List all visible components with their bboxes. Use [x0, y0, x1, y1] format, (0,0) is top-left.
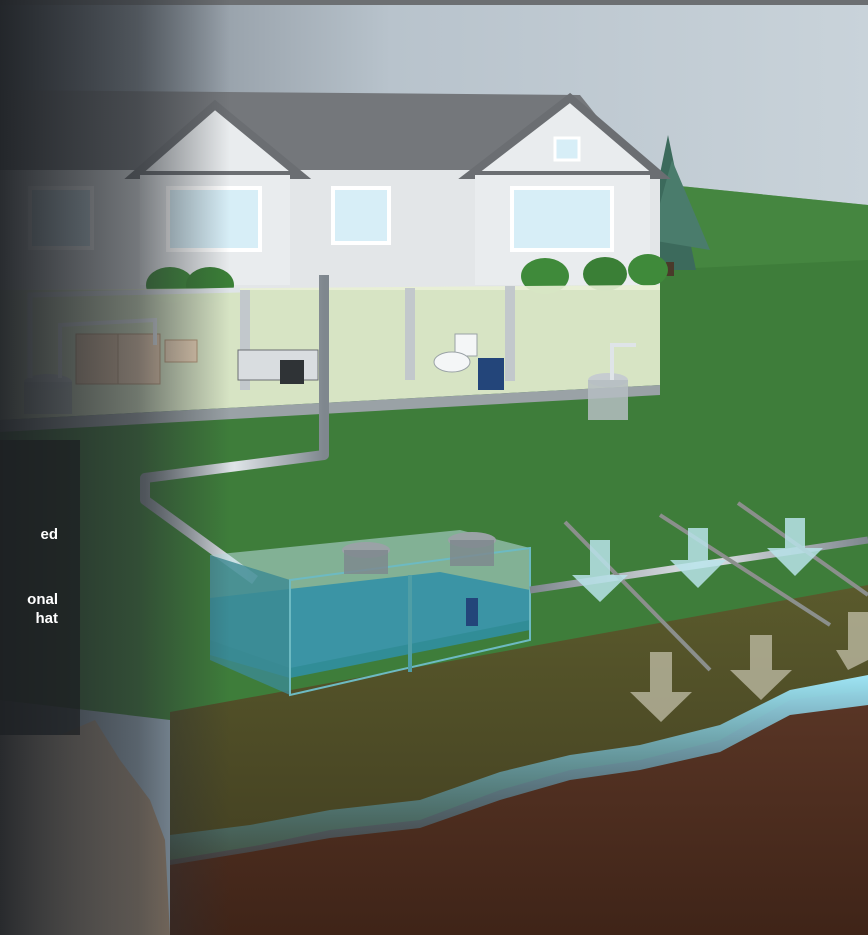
top-border: [0, 0, 868, 5]
window-middle: [331, 186, 391, 245]
groundwater-table: [170, 675, 868, 865]
caption-panel: [0, 440, 80, 735]
toilet-icon: [433, 333, 504, 390]
caption-line-2: onal: [27, 591, 58, 608]
kitchen-counter: [237, 349, 319, 384]
pump-basin-icon: [588, 373, 628, 420]
attic-window: [553, 136, 581, 162]
window-right: [510, 186, 614, 252]
caption-line-1: ed: [40, 526, 58, 543]
drain-arrows: [572, 518, 868, 722]
septic-tank-icon: [210, 530, 531, 697]
caption-line-3: hat: [35, 610, 59, 627]
